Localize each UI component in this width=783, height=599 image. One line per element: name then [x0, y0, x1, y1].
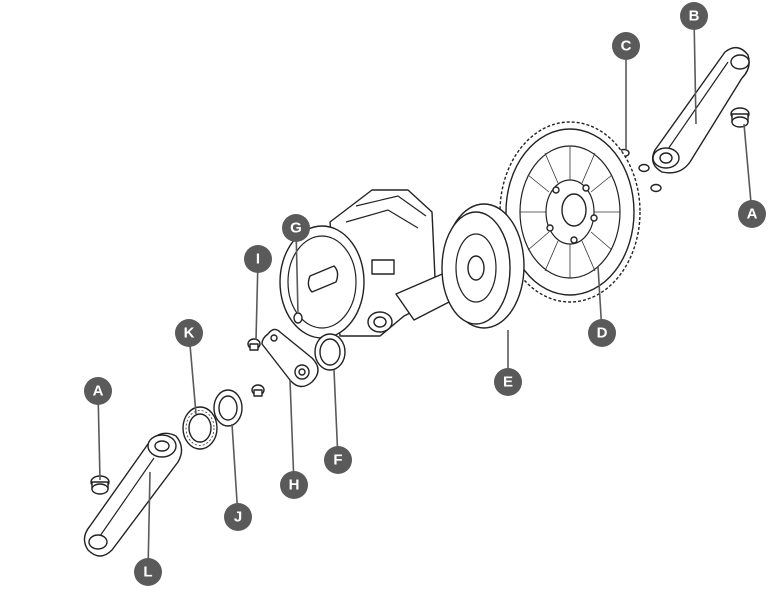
label-text: C	[621, 38, 632, 55]
label-i: I	[244, 245, 272, 273]
bottom-bracket-nut	[213, 389, 243, 427]
label-text: H	[289, 477, 300, 494]
label-text: L	[143, 564, 152, 581]
locking-plate	[261, 328, 319, 388]
bearing	[182, 406, 218, 450]
badge-circle	[175, 319, 203, 347]
label-c: C	[612, 32, 640, 60]
retaining-ring	[314, 333, 346, 371]
label-h: H	[280, 471, 308, 499]
label-text: K	[184, 325, 195, 342]
leader-lines	[97, 15, 753, 573]
chainring	[499, 121, 641, 303]
label-text: B	[689, 8, 700, 25]
label-l: L	[134, 558, 162, 586]
label-text: A	[93, 383, 104, 400]
label-a-right: A	[738, 200, 766, 228]
label-text: I	[256, 251, 260, 268]
badge-circle	[224, 503, 252, 531]
badge-circle	[738, 200, 766, 228]
label-k: K	[175, 319, 203, 347]
badge-circle	[244, 245, 272, 273]
label-d: D	[588, 319, 616, 347]
label-j: J	[224, 503, 252, 531]
badge-circle	[494, 368, 522, 396]
right-crank-bolt	[730, 107, 750, 128]
housing-screw	[293, 312, 303, 324]
badge-circle	[282, 214, 310, 242]
motor-housing	[279, 189, 489, 339]
badge-circle	[280, 471, 308, 499]
label-text: D	[597, 325, 608, 342]
left-crank-arm	[83, 432, 183, 557]
badge-circle	[134, 558, 162, 586]
label-text: F	[333, 452, 342, 469]
badge-circle	[588, 319, 616, 347]
label-a-left: A	[84, 377, 112, 405]
right-crank-arm	[652, 47, 750, 174]
badge-circle	[324, 446, 352, 474]
label-text: G	[290, 220, 302, 237]
label-e: E	[494, 368, 522, 396]
label-text: J	[234, 509, 242, 526]
reduction-gear-disc	[441, 203, 525, 329]
badge-circle	[612, 32, 640, 60]
badge-circle	[680, 2, 708, 30]
label-g: G	[282, 214, 310, 242]
left-crank-bolt	[90, 475, 110, 495]
label-text: A	[747, 206, 758, 223]
label-f: F	[324, 446, 352, 474]
badge-circle	[84, 377, 112, 405]
label-b: B	[680, 2, 708, 30]
small-bolts	[247, 338, 265, 397]
label-text: E	[503, 374, 513, 391]
